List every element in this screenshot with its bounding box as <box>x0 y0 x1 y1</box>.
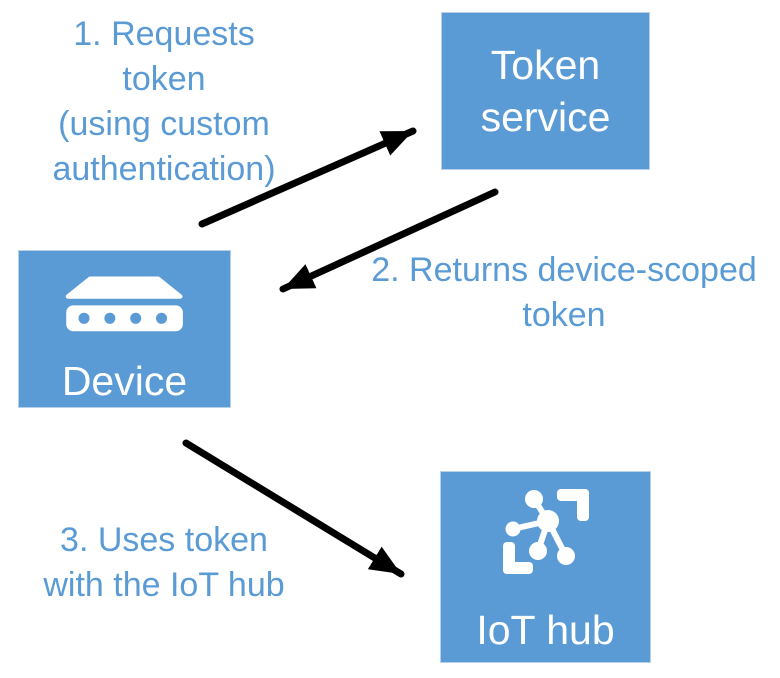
iot-hub-icon <box>502 489 589 574</box>
node-iot-hub: IoT hub <box>440 471 651 663</box>
iot-hub-label: IoT hub <box>476 607 615 653</box>
node-device: Device <box>18 250 231 408</box>
device-label: Device <box>61 358 188 404</box>
label-step2-returns-token: 2. Returns device-scoped token <box>371 251 757 334</box>
token-service-label: Token service <box>480 42 611 140</box>
label-step1-requests-token: 1. Requests token (using custom authenti… <box>52 15 276 188</box>
node-token-service: Token service <box>441 12 650 170</box>
device-icon <box>65 276 183 332</box>
label-step3-uses-token: 3. Uses token with the IoT hub <box>43 521 285 604</box>
